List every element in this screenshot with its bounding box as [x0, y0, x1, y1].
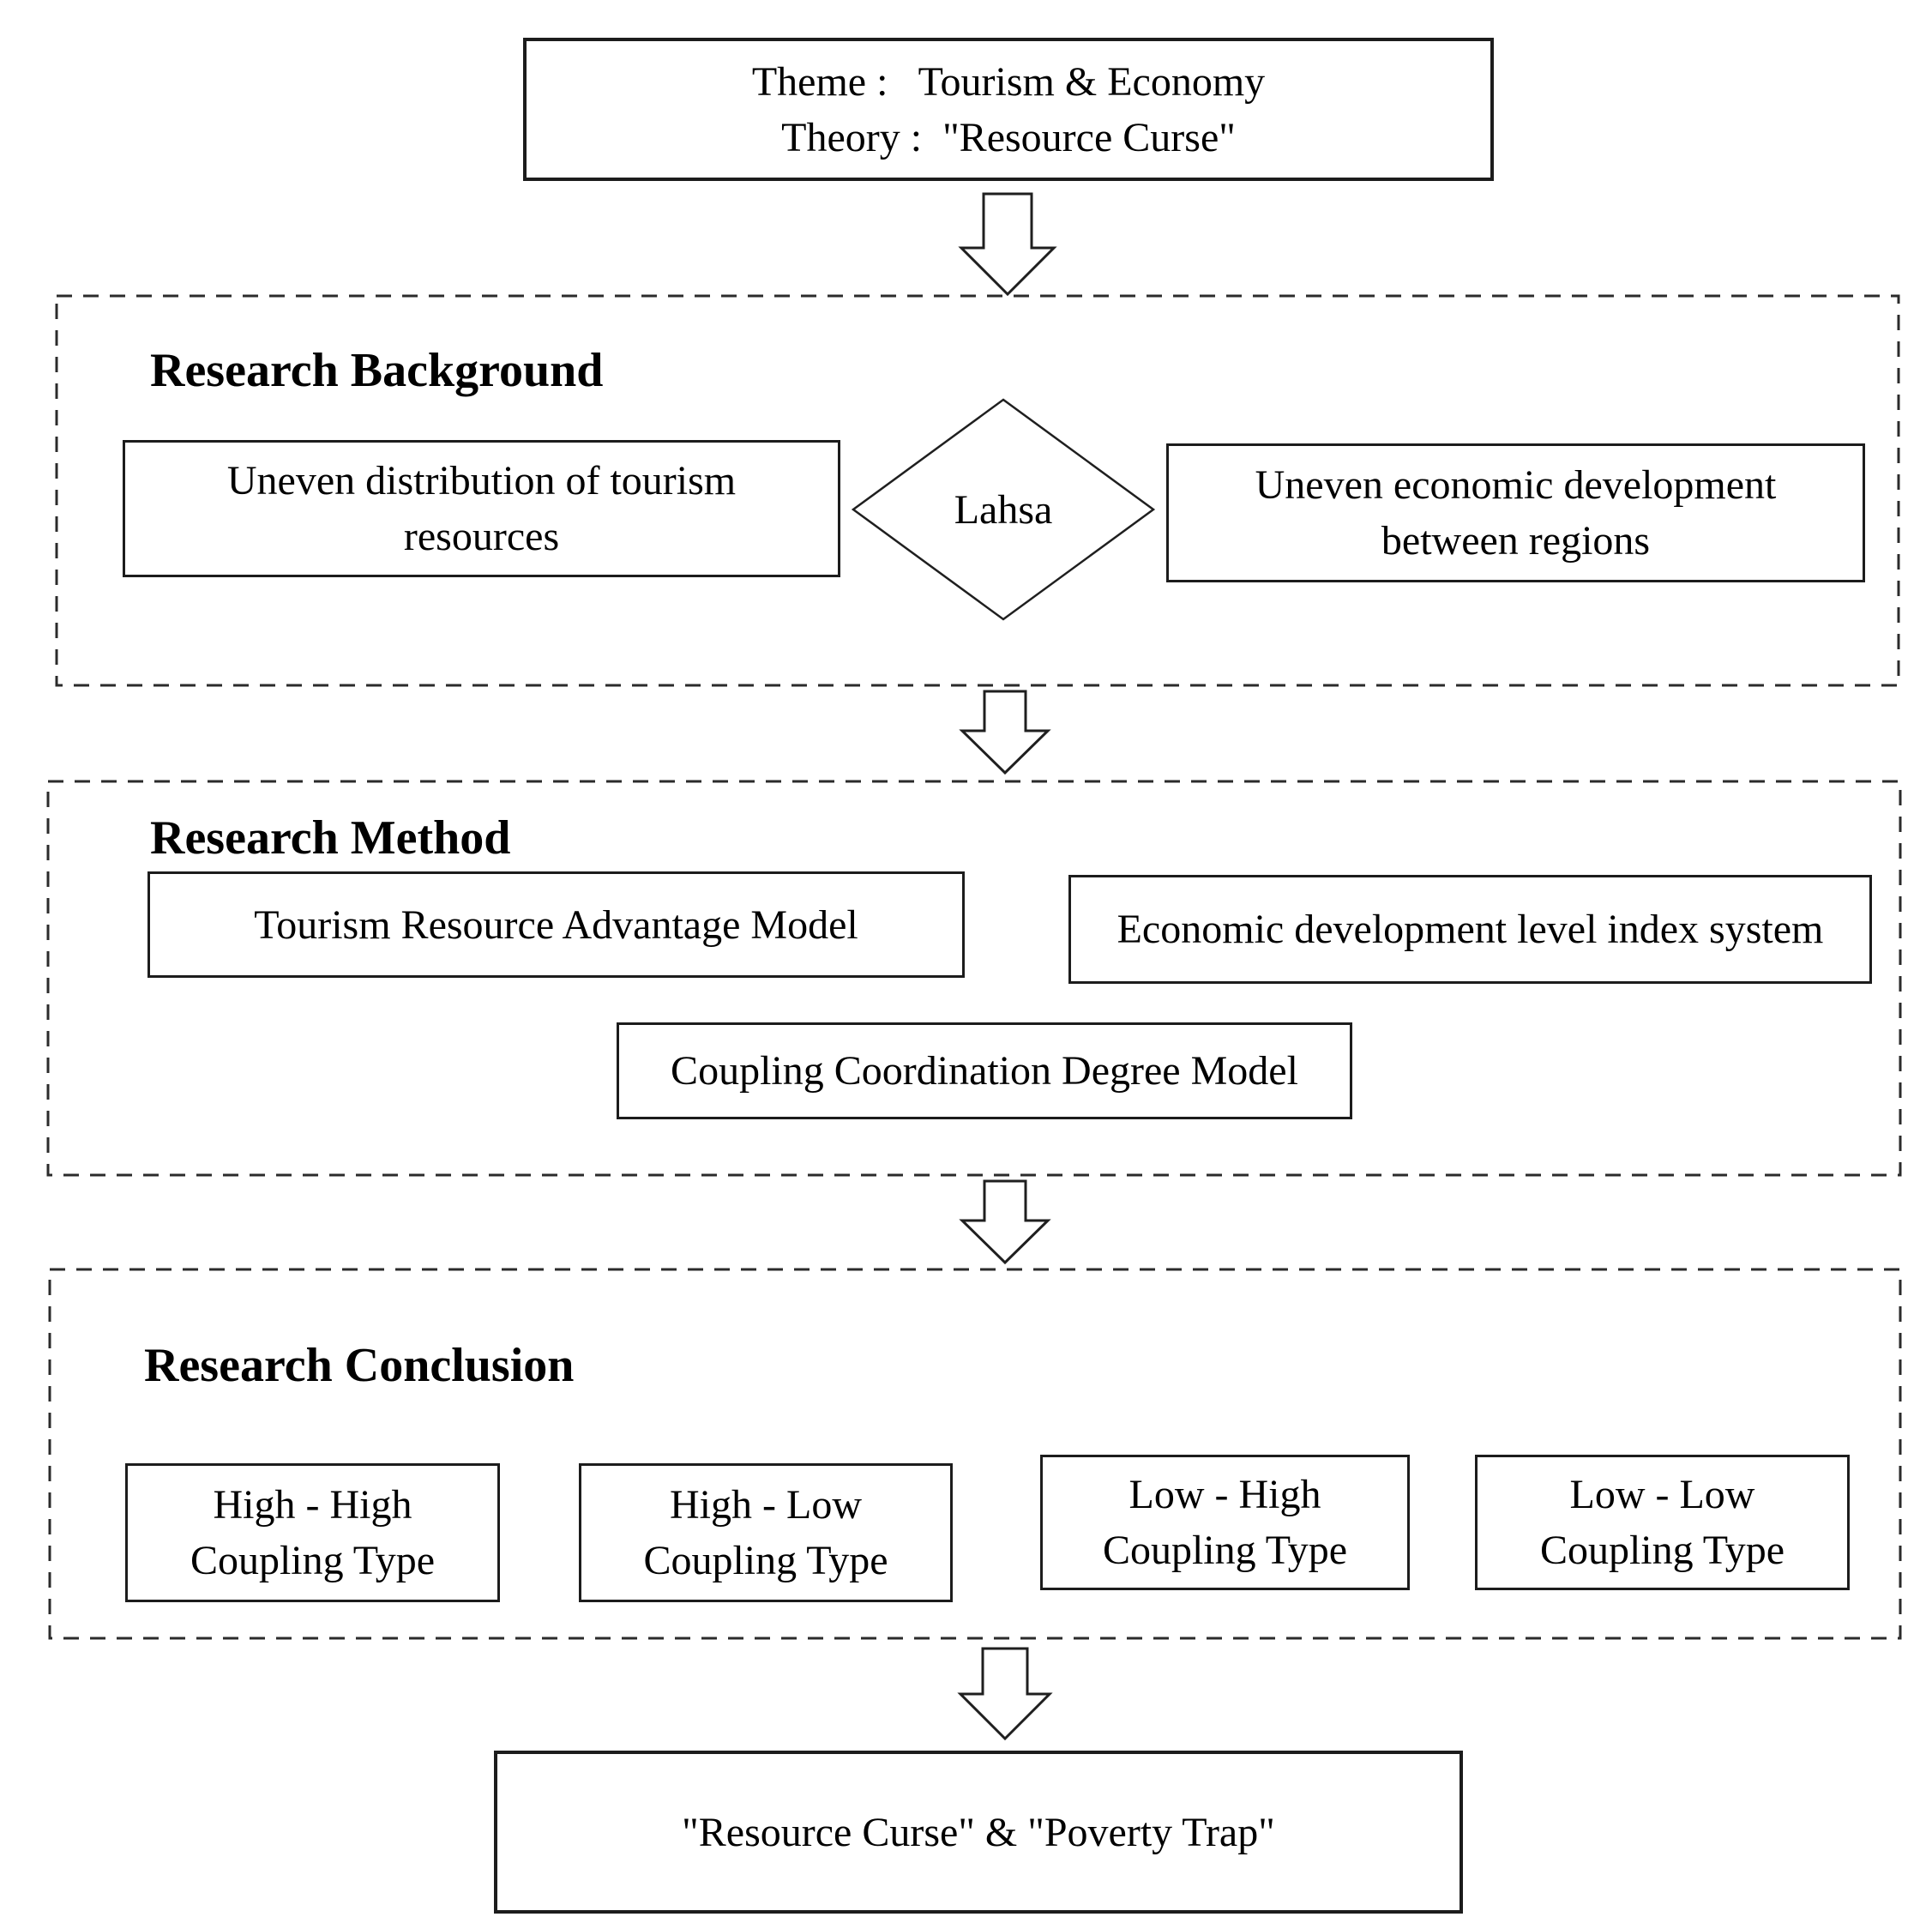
research-method-heading: Research Method — [150, 811, 511, 865]
theme-theory-box: Theme : Tourism & Economy Theory : "Reso… — [523, 38, 1494, 181]
down-arrow-icon — [958, 192, 1057, 297]
uneven-economic-development-box: Uneven economic development between regi… — [1166, 443, 1865, 582]
low-high-coupling-type-box: Low - High Coupling Type — [1040, 1455, 1410, 1590]
box-text-line: High - High — [213, 1482, 412, 1528]
research-conclusion-heading: Research Conclusion — [144, 1339, 575, 1392]
lahsa-diamond-label: Lahsa — [954, 486, 1053, 533]
high-high-coupling-type-box: High - High Coupling Type — [125, 1463, 500, 1602]
box-text-line: High - Low — [670, 1482, 862, 1528]
theme-line: Theme : Tourism & Economy — [751, 58, 1266, 105]
uneven-tourism-resources-box: Uneven distribution of tourism resources — [123, 440, 840, 577]
box-text-line: resources — [403, 514, 560, 559]
down-arrow-icon — [959, 1179, 1051, 1265]
down-arrow-icon — [957, 1647, 1053, 1741]
research-method-section-border — [46, 780, 1902, 1177]
research-background-heading: Research Background — [150, 344, 604, 397]
tourism-resource-advantage-model-box: Tourism Resource Advantage Model — [147, 871, 965, 978]
box-text-line: Uneven economic development — [1255, 462, 1777, 508]
box-text-line: Coupling Type — [643, 1538, 888, 1583]
box-text-line: Tourism Resource Advantage Model — [254, 901, 858, 948]
economic-development-index-system-box: Economic development level index system — [1068, 875, 1872, 984]
box-text-line: between regions — [1381, 518, 1651, 564]
down-arrow-icon — [959, 690, 1051, 775]
high-low-coupling-type-box: High - Low Coupling Type — [579, 1463, 953, 1602]
box-text-line: Coupling Coordination Degree Model — [671, 1048, 1298, 1094]
theory-line: Theory : "Resource Curse" — [781, 114, 1236, 160]
box-text-line: Coupling Type — [1539, 1528, 1785, 1573]
diamond-shape — [851, 398, 1156, 621]
low-low-coupling-type-box: Low - Low Coupling Type — [1475, 1455, 1850, 1590]
box-text-line: Low - High — [1129, 1472, 1321, 1517]
box-text-line: "Resource Curse" & "Poverty Trap" — [682, 1809, 1275, 1855]
box-text-line: Economic development level index system — [1116, 907, 1824, 952]
coupling-coordination-degree-model-box: Coupling Coordination Degree Model — [617, 1022, 1352, 1119]
resource-curse-poverty-trap-box: "Resource Curse" & "Poverty Trap" — [494, 1751, 1463, 1914]
box-text-line: Coupling Type — [1102, 1528, 1348, 1573]
box-text-line: Low - Low — [1569, 1472, 1755, 1517]
box-text-line: Coupling Type — [190, 1538, 436, 1583]
box-text-line: Uneven distribution of tourism — [226, 458, 737, 503]
research-conclusion-section-border — [48, 1268, 1902, 1640]
research-background-section-border — [55, 294, 1900, 687]
